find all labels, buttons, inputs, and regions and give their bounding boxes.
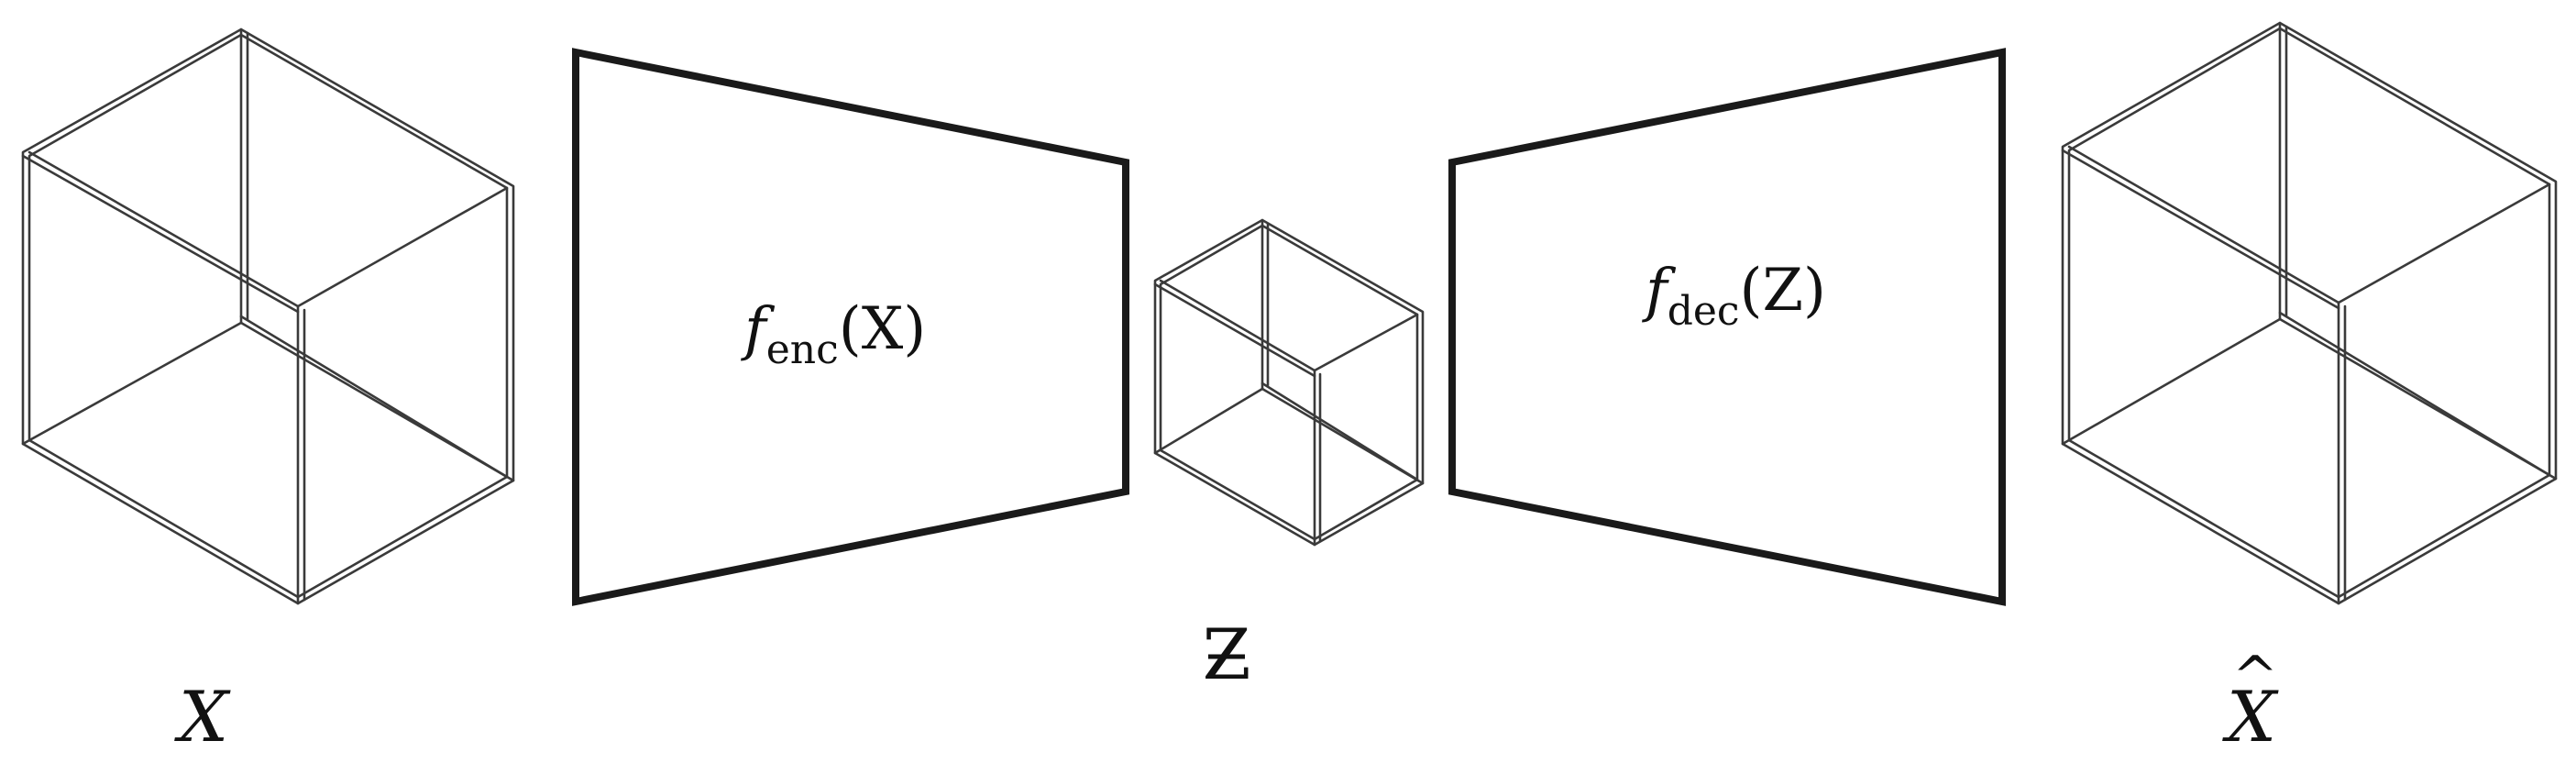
latent-cube	[1153, 218, 1425, 547]
output-label: X	[2222, 676, 2279, 757]
input-cube	[21, 28, 515, 605]
encoder-label: fenc(X)	[741, 295, 926, 373]
decoder-trapezoid	[1448, 48, 2006, 606]
output-hat-accent: ^	[2232, 645, 2278, 709]
output-cube	[2061, 21, 2558, 605]
input-label: X	[174, 676, 231, 757]
encoder-trapezoid	[572, 48, 1129, 606]
decoder-label: fdec(Z)	[1642, 257, 1826, 335]
